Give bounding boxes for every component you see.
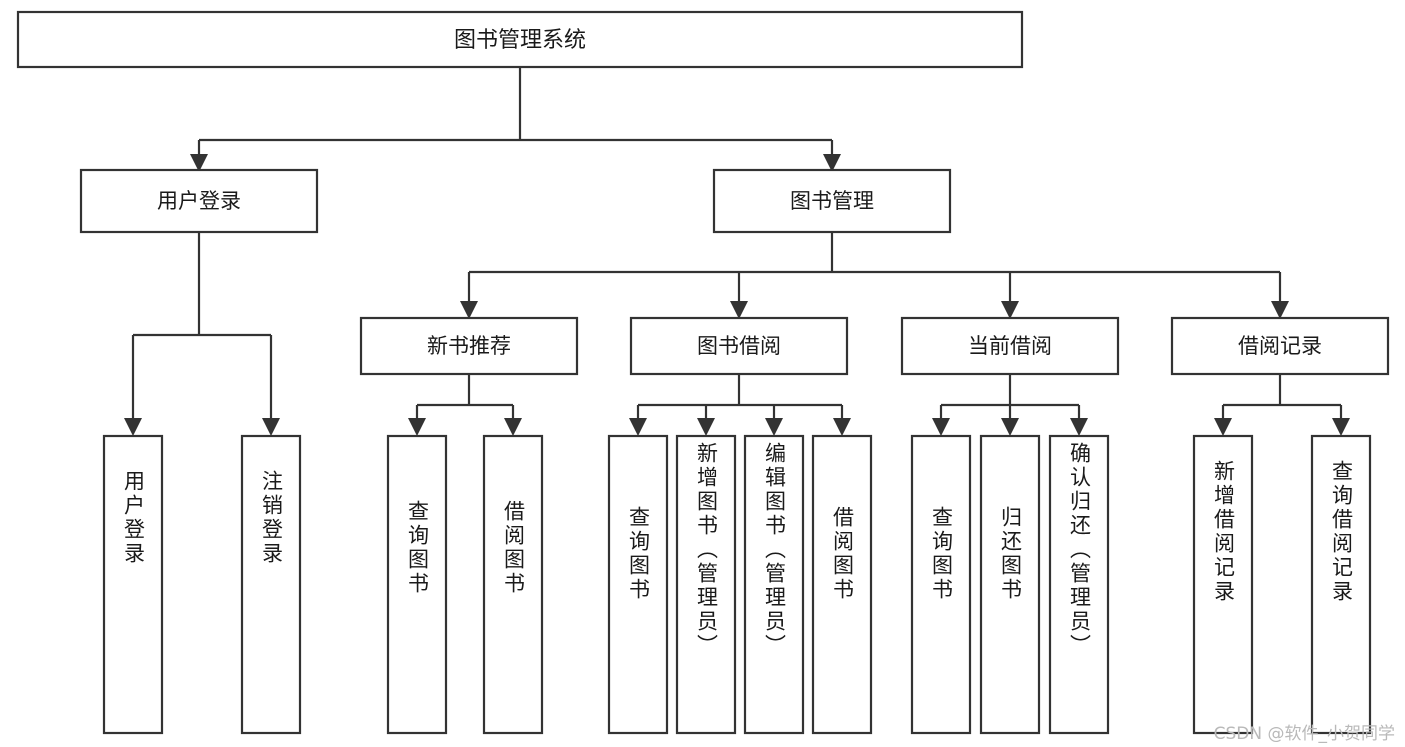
leaf-box-edit-book-admin[interactable] <box>743 434 805 735</box>
connector-book-manage-to-level3 <box>460 232 1289 319</box>
connector-current-borrow-to-leaves <box>932 374 1088 436</box>
connector-new-book-rec-to-leaves <box>408 374 522 436</box>
node-new-book-recommend-label: 新书推荐 <box>427 334 511 358</box>
node-book-borrow[interactable]: 图书借阅 <box>629 316 849 376</box>
node-book-manage-label: 图书管理 <box>790 189 874 213</box>
node-borrow-record[interactable]: 借阅记录 <box>1170 316 1390 376</box>
node-book-manage[interactable]: 图书管理 <box>712 168 952 234</box>
leaf-box-query-book-current[interactable] <box>910 434 972 735</box>
connector-borrow-record-to-leaves <box>1214 374 1350 436</box>
node-user-login[interactable]: 用户登录 <box>79 168 319 234</box>
leaf-box-confirm-return-admin[interactable] <box>1048 434 1110 735</box>
leaf-box-borrow-book-rec[interactable] <box>482 434 544 735</box>
node-root[interactable]: 图书管理系统 <box>16 10 1024 69</box>
node-borrow-record-label: 借阅记录 <box>1238 334 1322 358</box>
node-user-login-label: 用户登录 <box>157 189 241 213</box>
connector-book-borrow-to-leaves <box>629 374 851 436</box>
leaf-box-add-book-admin[interactable] <box>675 434 737 735</box>
node-root-label: 图书管理系统 <box>454 28 586 53</box>
leaf-box-return-book[interactable] <box>979 434 1041 735</box>
leaf-box-borrow-book[interactable] <box>811 434 873 735</box>
node-current-borrow[interactable]: 当前借阅 <box>900 316 1120 376</box>
leaf-box-user-login[interactable] <box>102 434 164 735</box>
node-book-borrow-label: 图书借阅 <box>697 334 781 358</box>
leaf-box-logout[interactable] <box>240 434 302 735</box>
connector-user-login-to-leaves <box>124 232 280 436</box>
leaf-box-add-borrow-record[interactable] <box>1192 434 1254 735</box>
connector-root-to-level2 <box>190 67 841 172</box>
node-current-borrow-label: 当前借阅 <box>968 334 1052 358</box>
leaf-box-query-book-borrow[interactable] <box>607 434 669 735</box>
leaf-box-query-borrow-record[interactable] <box>1310 434 1372 735</box>
node-new-book-recommend[interactable]: 新书推荐 <box>359 316 579 376</box>
leaf-box-query-book-rec[interactable] <box>386 434 448 735</box>
